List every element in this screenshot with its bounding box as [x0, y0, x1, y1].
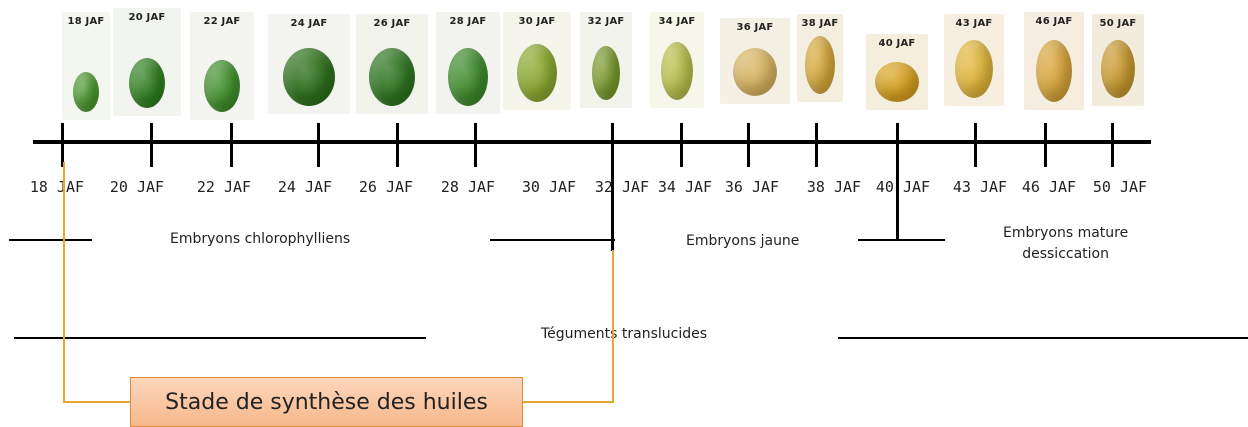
seed-thumbnail-label: 40 JAF: [878, 38, 916, 49]
seed-thumbnail: 46 JAF: [1024, 12, 1084, 110]
oil-synthesis-stage-box: Stade de synthèse des huiles: [130, 377, 523, 427]
phase-label-mature-line1: Embryons mature: [1003, 225, 1129, 241]
seed-thumbnail: 36 JAF: [720, 18, 790, 104]
seed-thumbnail-label: 32 JAF: [587, 16, 625, 27]
timeline-label: 34 JAF: [657, 178, 713, 196]
seed-thumbnail-label: 20 JAF: [128, 12, 166, 23]
seed-thumbnail-label: 34 JAF: [658, 16, 696, 27]
seed-thumbnail-label: 28 JAF: [449, 16, 487, 27]
phase-label-yellow: Embryons jaune: [686, 233, 800, 249]
phase-bar-yellow-right: [858, 239, 945, 241]
oil-stage-line-left-vertical: [63, 162, 65, 402]
phase-bar-chlorophyll-right: [490, 239, 615, 241]
timeline-label: 36 JAF: [724, 178, 780, 196]
seed-thumbnail: 40 JAF: [866, 34, 928, 110]
seed-thumbnail: 18 JAF: [62, 12, 110, 120]
seed-thumbnail: 24 JAF: [268, 14, 350, 114]
seed-image: [875, 62, 919, 102]
timeline-label: 40 JAF: [875, 178, 931, 196]
timeline-label: 50 JAF: [1092, 178, 1148, 196]
seed-thumbnail-label: 22 JAF: [203, 16, 241, 27]
seed-image: [369, 48, 415, 106]
oil-stage-line-right-vertical: [612, 250, 614, 402]
tegument-bar-left: [14, 337, 426, 339]
timeline-label: 26 JAF: [358, 178, 414, 196]
timeline-tick: [317, 123, 320, 167]
oil-stage-line-left-horizontal: [63, 401, 131, 403]
seed-thumbnail: 20 JAF: [113, 8, 181, 116]
seed-image: [204, 60, 240, 112]
timeline-tick: [61, 123, 64, 167]
timeline-tick: [230, 123, 233, 167]
seed-image: [1101, 40, 1135, 98]
timeline-tick: [896, 123, 899, 241]
seed-image: [955, 40, 993, 98]
seed-thumbnail: 22 JAF: [190, 12, 254, 120]
timeline-label: 24 JAF: [277, 178, 333, 196]
seed-thumbnail: 26 JAF: [356, 14, 428, 114]
timeline-tick: [1111, 123, 1114, 167]
seed-image: [733, 48, 777, 96]
seed-thumbnail-label: 18 JAF: [67, 16, 105, 27]
phase-label-mature: Embryons mature dessiccation: [1003, 223, 1128, 265]
timeline-label: 38 JAF: [806, 178, 862, 196]
timeline-tick: [396, 123, 399, 167]
seed-thumbnail: 28 JAF: [436, 12, 500, 114]
seed-image: [129, 58, 165, 108]
seed-thumbnail-label: 43 JAF: [955, 18, 993, 29]
seed-thumbnail: 38 JAF: [797, 14, 843, 102]
seed-image: [805, 36, 835, 94]
phase-label-mature-line2: dessiccation: [1022, 246, 1109, 262]
seed-image: [283, 48, 335, 106]
timeline-axis: [33, 140, 1151, 144]
timeline-label: 20 JAF: [109, 178, 165, 196]
timeline-label: 18 JAF: [29, 178, 85, 196]
timeline-tick: [150, 123, 153, 167]
seed-image: [592, 46, 620, 100]
seed-thumbnail-label: 30 JAF: [518, 16, 556, 27]
timeline-tick: [974, 123, 977, 167]
oil-stage-line-right-horizontal: [523, 401, 614, 403]
seed-image: [517, 44, 557, 102]
timeline-tick: [815, 123, 818, 167]
timeline-label: 28 JAF: [440, 178, 496, 196]
phase-label-chlorophyll: Embryons chlorophylliens: [170, 231, 351, 247]
seed-image: [448, 48, 488, 106]
seed-thumbnail-label: 46 JAF: [1035, 16, 1073, 27]
seed-image: [1036, 40, 1072, 102]
seed-thumbnail-label: 26 JAF: [373, 18, 411, 29]
seed-thumbnail: 30 JAF: [503, 12, 571, 110]
timeline-label: 43 JAF: [952, 178, 1008, 196]
timeline-tick: [680, 123, 683, 167]
timeline-tick: [611, 123, 614, 251]
seed-image: [73, 72, 99, 112]
tegument-bar-right: [838, 337, 1248, 339]
seed-thumbnail-label: 24 JAF: [290, 18, 328, 29]
timeline-label: 46 JAF: [1021, 178, 1077, 196]
phase-bar-chlorophyll-left: [9, 239, 92, 241]
seed-thumbnail-label: 36 JAF: [736, 22, 774, 33]
timeline-tick: [474, 123, 477, 167]
seed-image: [661, 42, 693, 100]
oil-synthesis-stage-label: Stade de synthèse des huiles: [165, 389, 488, 415]
seed-thumbnail-label: 38 JAF: [801, 18, 839, 29]
tegument-label: Téguments translucides: [541, 326, 708, 342]
seed-thumbnail: 34 JAF: [650, 12, 704, 108]
timeline-label: 22 JAF: [196, 178, 252, 196]
seed-thumbnail-label: 50 JAF: [1099, 18, 1137, 29]
seed-thumbnail: 32 JAF: [580, 12, 632, 108]
timeline-tick: [747, 123, 750, 167]
timeline-tick: [1044, 123, 1047, 167]
seed-thumbnail: 50 JAF: [1092, 14, 1144, 106]
timeline-label: 30 JAF: [521, 178, 577, 196]
timeline-label: 32 JAF: [594, 178, 650, 196]
seed-thumbnail: 43 JAF: [944, 14, 1004, 106]
